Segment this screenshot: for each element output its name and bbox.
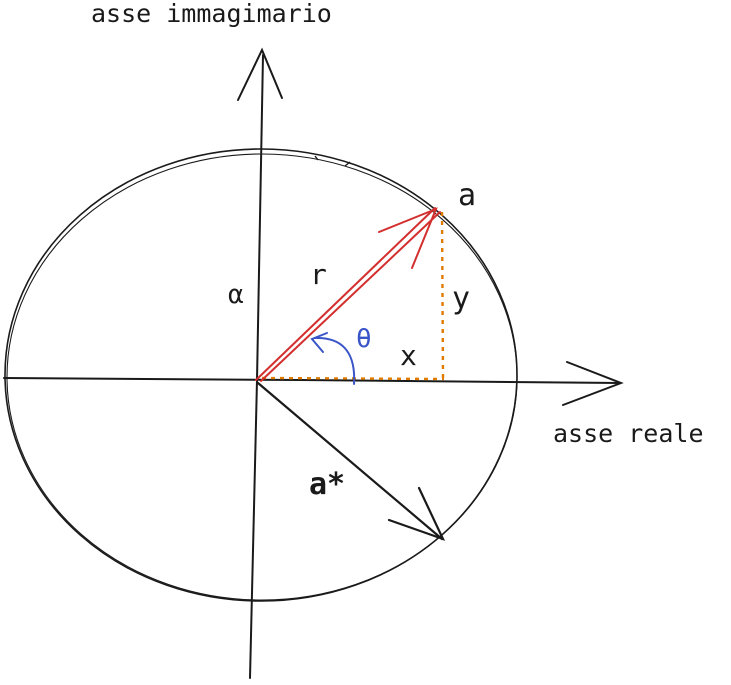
x-projection	[261, 376, 445, 381]
angle-theta-arc	[310, 332, 356, 385]
circle-ticks	[314, 155, 351, 167]
vector-a-conjugate	[256, 381, 446, 541]
vector-a	[255, 207, 441, 382]
imaginary-axis-label: asse immagimario	[91, 0, 332, 28]
imaginary-axis	[237, 47, 283, 679]
y-projection	[440, 211, 445, 379]
real-axis	[3, 361, 624, 406]
alpha-label: α	[228, 280, 244, 310]
real-axis-label: asse reale	[553, 419, 704, 448]
x-label: x	[400, 339, 417, 372]
projection-lines	[261, 211, 445, 381]
conjugate-label: a*	[309, 467, 345, 502]
radius-label: r	[310, 258, 327, 291]
y-label: y	[452, 281, 470, 316]
angle-label: θ	[356, 324, 372, 354]
point-a-label: a	[458, 178, 476, 213]
